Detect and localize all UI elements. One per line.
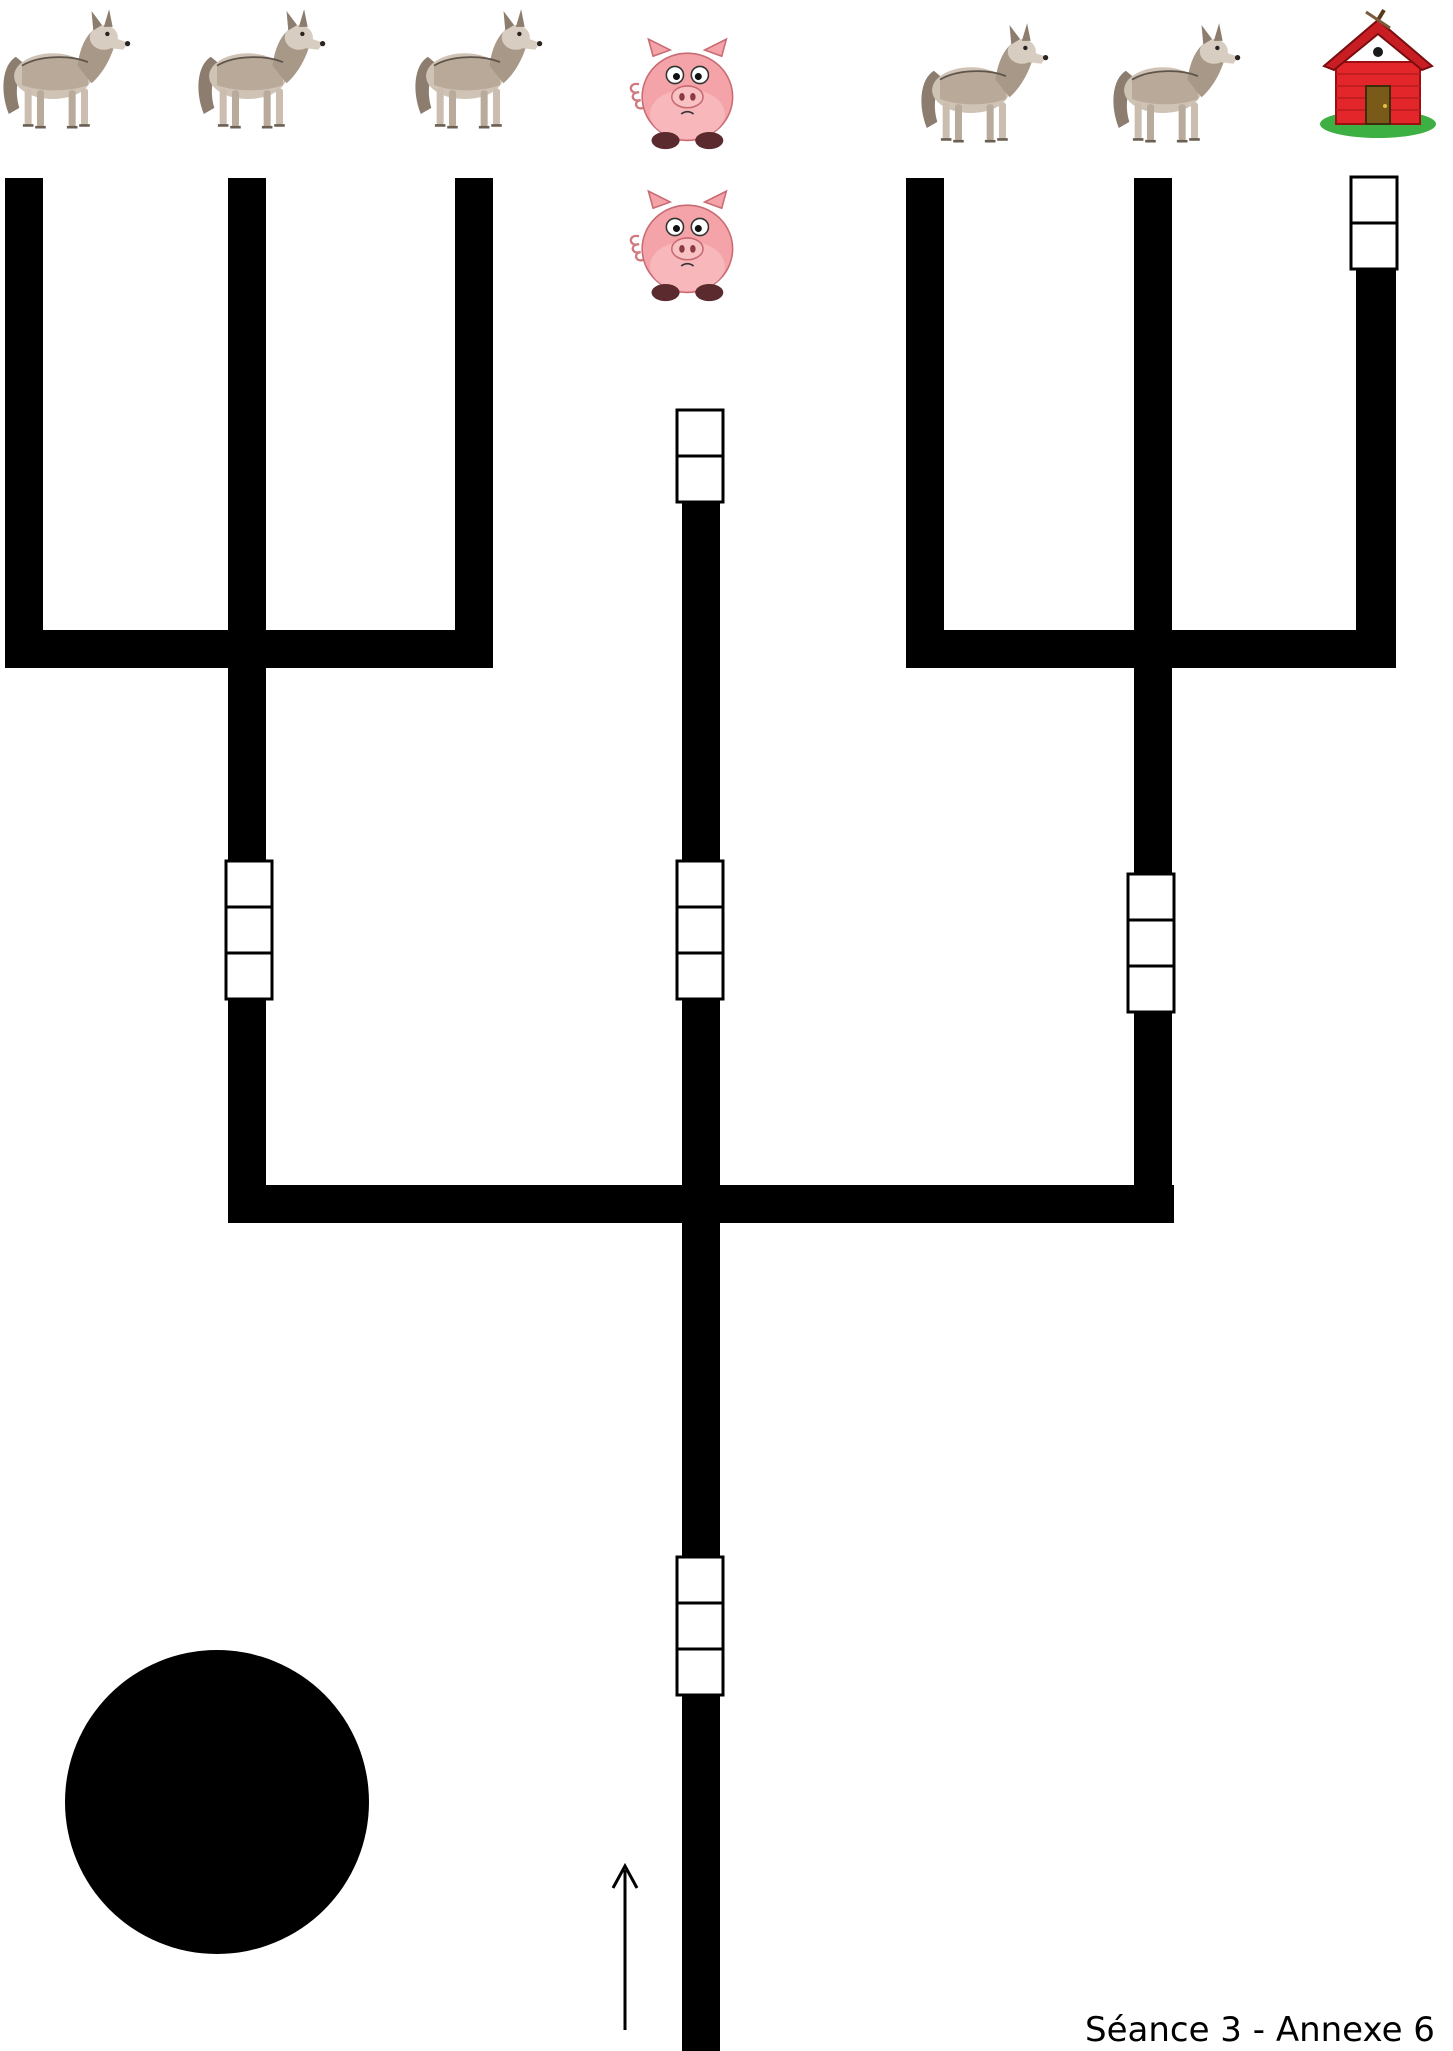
code-box [677, 1557, 723, 1603]
page-footer-label: Séance 3 - Annexe 6 [1085, 2010, 1435, 2050]
code-box [1128, 874, 1174, 920]
wolf-icon [3, 9, 130, 127]
code-boxes-center [677, 861, 723, 999]
code-box [677, 907, 723, 953]
wolf-icon [415, 9, 542, 127]
path-center-branch [682, 470, 720, 1223]
code-box [1351, 223, 1397, 269]
code-box [226, 953, 272, 999]
code-box [677, 410, 723, 456]
up-arrow-icon [613, 1866, 637, 2030]
code-box [1351, 177, 1397, 223]
pig-icon [631, 39, 733, 149]
code-box [677, 861, 723, 907]
code-boxes-left [226, 861, 272, 999]
path-right-fork-2 [1134, 178, 1172, 668]
code-boxes-house [1351, 177, 1397, 269]
code-boxes-right [1128, 874, 1174, 1012]
code-boxes-trunk [677, 1557, 723, 1695]
path-left-fork-1 [5, 178, 43, 668]
path-right-fork-3 [1356, 270, 1396, 668]
code-box [677, 456, 723, 502]
code-box [1128, 920, 1174, 966]
code-box [677, 1603, 723, 1649]
black-circle [65, 1650, 369, 1954]
path-left-fork-3 [455, 178, 493, 668]
code-box [677, 1649, 723, 1695]
code-boxes-center-top [677, 410, 723, 502]
house-icon [1320, 10, 1436, 138]
wolf-icon [198, 9, 325, 127]
code-box [226, 907, 272, 953]
wolf-icon [921, 23, 1048, 141]
pig-icon [631, 191, 733, 301]
code-box [1128, 966, 1174, 1012]
path-right-fork-1 [906, 178, 944, 668]
code-box [677, 953, 723, 999]
wolf-icon [1113, 23, 1240, 141]
path-left-fork-2 [228, 178, 266, 668]
code-box [226, 861, 272, 907]
